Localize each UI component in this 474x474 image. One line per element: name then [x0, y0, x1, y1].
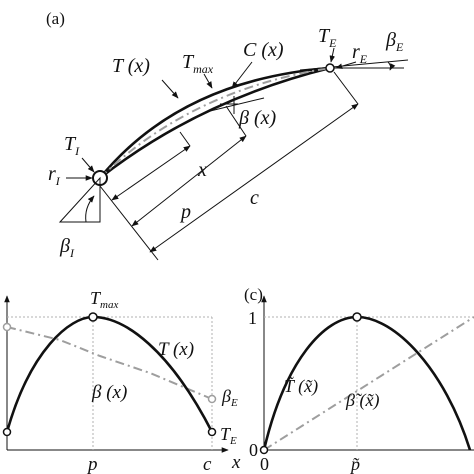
b-label-T-max: Tmax: [90, 288, 118, 311]
leader-T-I: [81, 157, 95, 173]
panel-c: (c) 1 T̃ (x̃) β̃ (x̃) 0 0 p̃: [244, 285, 474, 474]
dim-ext-start: [99, 185, 159, 261]
leader-T-E: [329, 47, 336, 63]
angle-arc-beta-E: [387, 61, 396, 71]
dim-arrow-c: [149, 103, 359, 253]
panel-b: Tmax T (x) β (x) βE TE p c x: [2, 288, 241, 474]
b-label-beta-E: βE: [221, 386, 238, 409]
c-label-one: 1: [248, 308, 257, 328]
panel-a-label: (a): [46, 9, 65, 28]
label-p: p: [179, 201, 191, 223]
label-beta-I: βI: [59, 235, 75, 260]
end-node: [325, 63, 335, 73]
leader-T-max: [203, 73, 213, 89]
c-label-beta-tilde: β̃ (x̃): [345, 390, 379, 411]
c-tick-p-tilde: p̃: [349, 454, 360, 474]
label-T-max: Tmax: [182, 51, 214, 76]
label-T-I: TI: [64, 133, 80, 158]
c-max-marker: [352, 312, 362, 322]
angle-arc-beta-I: [85, 195, 95, 223]
c-origin-marker: [259, 445, 269, 455]
leader-T-x: [161, 79, 179, 99]
dim-ext-x: [179, 131, 191, 147]
b-label-T-x: T (x): [158, 339, 194, 360]
end-tangent-line: [299, 59, 409, 71]
b-end-T-marker: [207, 427, 217, 437]
label-x: x: [197, 159, 207, 181]
support-triangle: [58, 176, 101, 223]
b-label-beta-x: β (x): [91, 382, 127, 403]
beam-lower-curve: [99, 66, 331, 180]
c-beta-curve: [263, 316, 474, 451]
label-r-E: rE: [352, 41, 368, 66]
label-beta-x: β (x): [238, 107, 276, 129]
leader-C-x: [231, 61, 253, 89]
b-T-curve: [5, 315, 214, 433]
b-tick-p: p: [86, 454, 98, 474]
b-label-T-E: TE: [220, 424, 237, 447]
b-start-T-marker: [2, 427, 12, 437]
b-end-beta-marker: [207, 394, 217, 404]
b-max-marker: [88, 312, 98, 322]
label-C-x: C (x): [243, 39, 284, 61]
label-T-E: TE: [318, 25, 337, 50]
b-start-beta-marker: [2, 322, 12, 332]
dim-ext-end: [333, 71, 359, 105]
c-label-T-tilde: T̃ (x̃): [284, 376, 318, 397]
b-axis-x-label: x: [231, 452, 241, 473]
label-T-x: T (x): [112, 55, 150, 77]
c-label-zero-y: 0: [249, 440, 258, 460]
leader-r-E: [335, 61, 357, 69]
label-r-I: rI: [48, 163, 61, 188]
b-tick-c: c: [203, 454, 212, 474]
beam-upper-curve: [98, 66, 331, 179]
b-beta-curve: [6, 326, 213, 400]
label-c: c: [250, 187, 259, 209]
c-label-zero-x: 0: [260, 454, 269, 474]
centerline-curve: [99, 67, 331, 179]
panel-c-label: (c): [244, 285, 263, 304]
label-beta-E: βE: [385, 29, 404, 54]
panel-a: (a) T (x) Tmax C (x) TE rE βE: [46, 9, 409, 261]
